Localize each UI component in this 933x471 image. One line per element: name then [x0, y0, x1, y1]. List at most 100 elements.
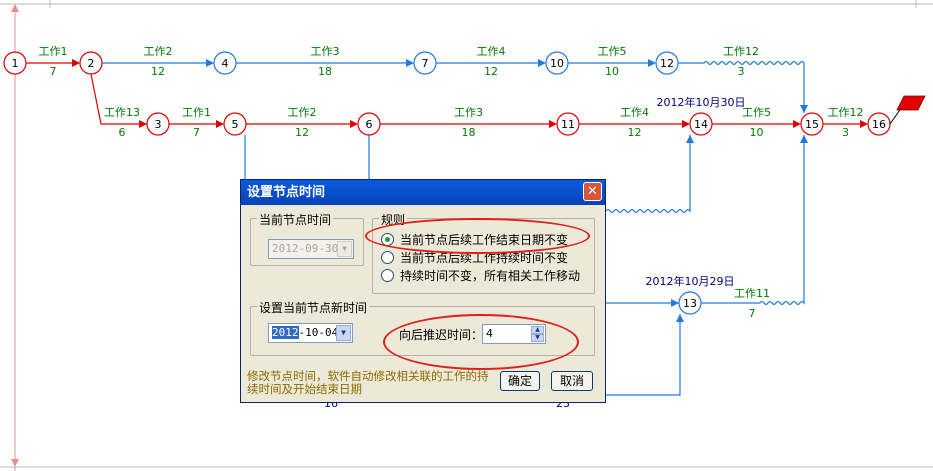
- node-label-14: 14: [694, 118, 708, 131]
- node-15[interactable]: [800, 112, 824, 136]
- radio-selected-icon[interactable]: [381, 233, 394, 246]
- node-label-7: 7: [422, 57, 429, 70]
- connector-to-14: [605, 135, 691, 214]
- edge-label-15-16: 工作12: [828, 106, 864, 119]
- current-time-value: 2012-09-30: [272, 242, 339, 255]
- chevron-down-icon[interactable]: ▼: [336, 325, 351, 341]
- edge-label-14-15: 工作5: [742, 106, 771, 119]
- node-13[interactable]: [678, 291, 702, 315]
- radio-icon[interactable]: [381, 269, 394, 282]
- edge-label-4-7: 工作3: [311, 45, 340, 58]
- arrow-icon: [800, 105, 808, 113]
- edge-label-12-15: 工作12: [723, 45, 759, 58]
- node-10[interactable]: [545, 51, 569, 75]
- edge-label-13-15: 工作11: [734, 287, 770, 300]
- edge-2-3: [90, 73, 147, 125]
- edge-duration-10-12: 10: [605, 65, 619, 78]
- new-time-combo[interactable]: 2012-10-04 ▼: [268, 323, 353, 343]
- node-5[interactable]: [223, 112, 247, 136]
- node-14[interactable]: [689, 112, 713, 136]
- node-date-14: 2012年10月30日: [657, 95, 746, 109]
- edge-duration-1-2: 7: [50, 65, 57, 78]
- edge-duration-6-11: 18: [462, 126, 476, 139]
- delay-input[interactable]: 4 ▲ ▼: [482, 324, 546, 344]
- rule-option-0[interactable]: 当前节点后续工作结束日期不变: [381, 232, 568, 248]
- edge-12-15: [678, 60, 805, 113]
- node-7[interactable]: [413, 51, 437, 75]
- rule-option-2-label: 持续时间不变，所有相关工作移动: [400, 269, 581, 283]
- edge-duration-2-3: 6: [119, 126, 126, 139]
- arrow-icon: [139, 120, 147, 128]
- current-time-group-label: 当前节点时间: [257, 211, 334, 228]
- arrow-icon: [793, 120, 801, 128]
- arrow-icon: [72, 59, 80, 67]
- spin-down-icon[interactable]: ▼: [531, 334, 544, 342]
- node-label-15: 15: [805, 118, 819, 131]
- arrow-icon: [682, 120, 690, 128]
- axis-arrow-top: [11, 4, 19, 12]
- rule-option-1[interactable]: 当前节点后续工作持续时间不变: [381, 250, 568, 266]
- arrow-icon: [350, 120, 358, 128]
- node-date-13: 2012年10月29日: [646, 274, 735, 288]
- edge-label-5-6: 工作2: [288, 106, 317, 119]
- close-icon[interactable]: ✕: [583, 182, 602, 201]
- hint-text: 修改节点时间，软件自动修改相关联的工作的持续时间及开始结束日期: [247, 369, 489, 396]
- arrow-icon: [538, 59, 546, 67]
- arrow-icon: [860, 120, 868, 128]
- node-label-12: 12: [660, 57, 674, 70]
- edge-duration-3-5: 7: [193, 126, 200, 139]
- edge-label-2-4: 工作2: [144, 45, 173, 58]
- edge-duration-5-6: 12: [295, 126, 309, 139]
- edge-duration-2-4: 12: [151, 65, 165, 78]
- spin-buttons[interactable]: ▲ ▼: [531, 326, 544, 342]
- rule-option-0-label: 当前节点后续工作结束日期不变: [400, 233, 569, 247]
- node-6[interactable]: [357, 112, 381, 136]
- edge-label-1-2: 工作1: [39, 45, 68, 58]
- edge-label-11-14: 工作4: [620, 106, 649, 119]
- arrow-icon: [549, 120, 557, 128]
- dialog-title: 设置节点时间: [241, 180, 605, 205]
- node-4[interactable]: [213, 51, 237, 75]
- edge-duration-4-7: 18: [318, 65, 332, 78]
- new-time-year: 2012: [272, 326, 299, 339]
- node-3[interactable]: [146, 112, 170, 136]
- current-time-combo: 2012-09-30 ▼: [268, 239, 354, 259]
- rule-group-label: 规则: [379, 211, 408, 228]
- node-label-2: 2: [88, 57, 95, 70]
- node-2[interactable]: [79, 51, 103, 75]
- arrow-icon: [686, 135, 694, 143]
- node-label-10: 10: [550, 57, 564, 70]
- edge-label-6-11: 工作3: [454, 106, 483, 119]
- radio-icon[interactable]: [381, 251, 394, 264]
- delay-label: 向后推迟时间：: [399, 328, 484, 342]
- edge-duration-11-14: 12: [628, 126, 642, 139]
- arrow-icon: [676, 314, 684, 322]
- node-label-13: 13: [683, 297, 697, 310]
- node-1[interactable]: [3, 51, 27, 75]
- new-time-group-label: 设置当前节点新时间: [257, 299, 370, 316]
- node-11[interactable]: [556, 112, 580, 136]
- rule-option-1-label: 当前节点后续工作持续时间不变: [400, 251, 569, 265]
- node-label-5: 5: [232, 118, 239, 131]
- rule-group: 规则 当前节点后续工作结束日期不变 当前节点后续工作持续时间不变 持续时间不变，…: [372, 211, 595, 294]
- node-label-16: 16: [872, 118, 886, 131]
- rule-option-2[interactable]: 持续时间不变，所有相关工作移动: [381, 268, 580, 284]
- flag-icon: [896, 95, 926, 111]
- edge-label-2-3: 工作13: [104, 106, 140, 119]
- arrow-icon: [671, 299, 679, 307]
- ok-button[interactable]: 确定: [500, 371, 540, 391]
- edge-duration-15-16: 3: [842, 126, 849, 139]
- arrow-icon: [800, 135, 808, 143]
- edge-label-10-12: 工作5: [598, 45, 627, 58]
- edge-13-15: [701, 135, 805, 306]
- edge-duration-12-15: 3: [738, 65, 745, 78]
- delay-value: 4: [486, 327, 493, 340]
- cancel-button[interactable]: 取消: [551, 371, 593, 391]
- arrow-icon: [406, 59, 414, 67]
- node-label-6: 6: [366, 118, 373, 131]
- spin-up-icon[interactable]: ▲: [531, 326, 544, 334]
- node-12[interactable]: [655, 51, 679, 75]
- edge-duration-14-15: 10: [750, 126, 764, 139]
- arrow-icon: [216, 120, 224, 128]
- axis-arrow-bottom: [11, 459, 19, 467]
